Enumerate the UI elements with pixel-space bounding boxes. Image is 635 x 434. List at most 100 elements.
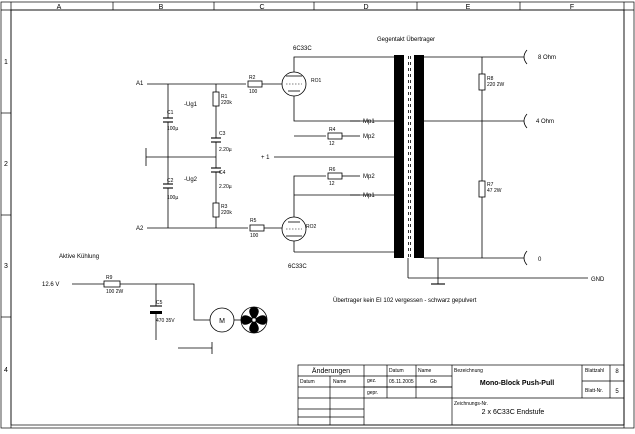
svg-text:100: 100 [249,89,258,95]
resistor-r4: R4 12 [327,127,343,147]
ro2-label: RO2 [306,224,317,230]
tb-gez: gez. [367,378,376,384]
grid-col-c: C [259,4,264,11]
tb-name-value: Gb [430,379,437,385]
svg-text:47 2W: 47 2W [487,188,502,194]
svg-text:R4: R4 [329,127,336,133]
resistor-r2: R2 100 [247,75,263,95]
tube-bottom-label: 6C33C [288,264,307,270]
mp2-bottom-label: Mp2 [363,174,375,180]
tb-bezeichnung-header: Bezeichnung [454,368,483,374]
grid-column-labels: A B C D E F [57,4,574,11]
a2-label: A2 [136,226,144,232]
capacitor-c2: C2 100µ [163,178,178,201]
tb-blattzahl-header: Blattzahl [585,368,604,374]
tb-aenderungen: Änderungen [312,367,350,375]
grid-col-b: B [159,4,164,11]
svg-text:R9: R9 [106,275,113,281]
ro1-label: RO1 [311,78,322,84]
resistor-r5: R5 100 [249,218,265,239]
capacitor-c1: C1 100µ [163,110,178,132]
capacitor-c4: C4 2.20µ [211,167,232,190]
tb-datum-sub: Datum [300,379,315,385]
svg-text:R5: R5 [250,218,257,224]
wiring [72,56,588,354]
a1-label: A1 [136,81,144,87]
svg-text:C4: C4 [219,170,226,176]
grid-col-a: A [57,4,62,11]
tb-date-value: 05.11.2005 [389,379,414,385]
svg-text:C3: C3 [219,131,226,137]
grid-col-d: D [363,4,368,11]
svg-text:220k: 220k [221,100,232,106]
svg-text:470 35V: 470 35V [156,318,175,324]
svg-text:R1: R1 [221,94,228,100]
mp2-top-label: Mp2 [363,134,375,140]
tb-blattzahl-value: 8 [615,369,619,375]
resistor-r7: R7 47 2W [478,180,502,198]
output-terminals: 8 Ohm 4 Ohm 0 GND [523,49,605,283]
svg-text:12: 12 [329,141,335,147]
tb-gepr: gepr. [367,390,378,396]
svg-text:100µ: 100µ [167,126,178,132]
transformer-note: Übertrager kein EI 102 vergessen - schwa… [333,297,477,304]
svg-text:2.20µ: 2.20µ [219,147,232,153]
plus1-label: + 1 [261,155,270,161]
grid-row-labels: 1 2 3 4 [4,59,8,374]
ug2-label: -Ug2 [184,177,198,183]
resistor-r3: R3 220k [212,202,232,218]
motor-label: M [219,318,225,325]
cooling-label: Aktive Kühlung [59,254,99,260]
svg-text:C2: C2 [167,178,174,184]
tb-zeichnung-header: Zeichnungs-Nr. [454,401,488,407]
voltage-label: 12.6 V [42,282,59,288]
resistor-r6: R6 12 [327,167,343,187]
fan-icon [240,306,268,334]
measurement-points: Mp1 Mp2 Mp2 Mp1 [350,119,375,199]
transformer-primary-core [394,55,404,258]
grid-row-3: 3 [4,263,8,270]
svg-text:C5: C5 [156,300,163,306]
svg-text:100µ: 100µ [167,195,178,201]
tb-title: Mono-Block Push-Pull [480,380,554,387]
tb-blatt-header: Blatt-Nr. [585,388,603,394]
out-4-label: 4 Ohm [536,119,554,125]
tb-name-sub: Name [333,379,347,385]
tb-name-header: Name [418,368,432,374]
grid-col-f: F [570,4,574,11]
svg-text:R8: R8 [487,76,494,82]
resistor-r9: R9 100 2W [103,275,124,295]
tube-bottom: 6C33C RO2 [281,216,317,270]
capacitor-c3: C3 2.20µ [211,131,232,153]
svg-text:R6: R6 [329,167,336,173]
grid-row-4: 4 [4,367,8,374]
motor-symbol [209,307,235,333]
mp1-top-label: Mp1 [363,119,375,125]
svg-text:2.20µ: 2.20µ [219,184,232,190]
transformer-secondary-core [414,55,424,258]
tb-blatt-value: 5 [615,389,619,395]
svg-text:R2: R2 [249,75,256,81]
grid-row-2: 2 [4,161,8,168]
svg-text:R7: R7 [487,182,494,188]
tb-subtitle: 2 x 6C33C Endstufe [482,409,545,416]
transformer-label: Gegentakt Übertrager [377,36,435,43]
out-0-label: 0 [538,257,542,263]
resistor-r8: R8 220 2W [478,73,505,91]
cooling-section: Aktive Kühlung 12.6 V M [42,254,268,334]
resistor-r1: R1 220k [212,91,232,107]
mp1-bottom-label: Mp1 [363,193,375,199]
output-transformer: Gegentakt Übertrager [377,36,435,258]
svg-text:220k: 220k [221,210,232,216]
tube-top: 6C33C RO1 [281,46,322,97]
title-block: Änderungen Datum Name Bezeichnung Blattz… [297,364,625,426]
ug1-label: -Ug1 [184,102,198,108]
capacitor-c5: C5 470 35V [150,300,175,324]
grid-col-e: E [466,4,471,11]
grid-row-1: 1 [4,59,8,66]
svg-text:220 2W: 220 2W [487,82,505,88]
svg-text:C1: C1 [167,110,174,116]
